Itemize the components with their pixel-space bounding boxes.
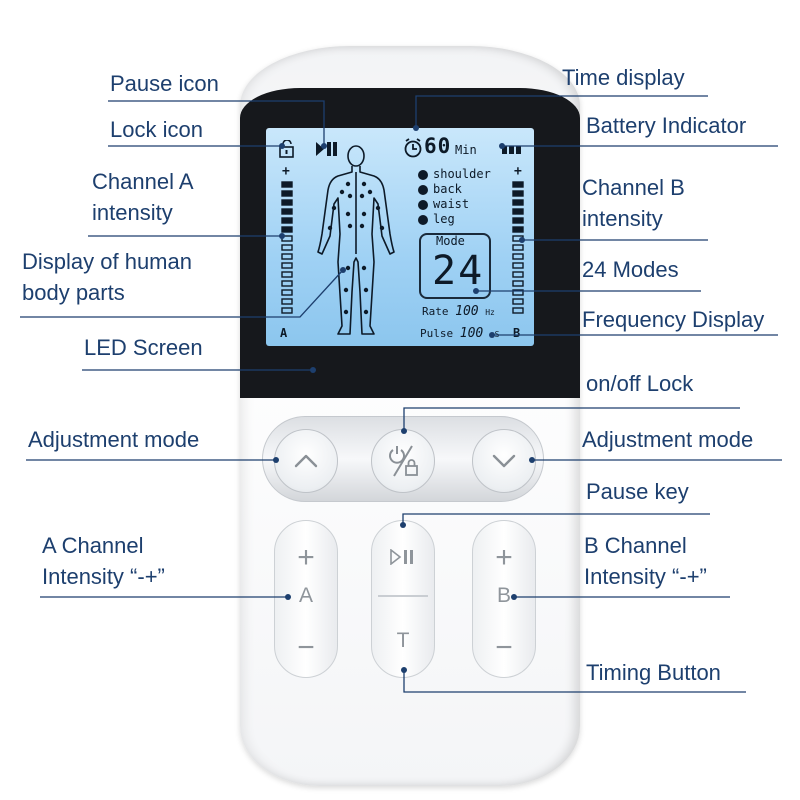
channel-a-plus: + [282, 164, 290, 179]
mode-value: 24 [432, 248, 485, 294]
label-line: Intensity “-+” [584, 564, 707, 589]
label-onoff-lock: on/off Lock [586, 371, 694, 396]
label-line: Channel A [92, 169, 194, 194]
channel-b-plus-button[interactable]: + [495, 541, 513, 574]
channel-b-intensity-bars [512, 181, 524, 314]
label-frequency-display: Frequency Display [582, 307, 765, 332]
label-line: Display of human [22, 249, 192, 274]
label-line: Channel B [582, 175, 685, 200]
mode-box [419, 233, 491, 299]
mode-label: Mode [436, 234, 465, 248]
pulse-label: Pulse [420, 327, 454, 340]
pause-key[interactable] [372, 539, 434, 573]
label-b-channel-intensity: B Channel Intensity “-+” [584, 530, 707, 592]
chevron-up-icon [294, 454, 318, 468]
label-pause-key: Pause key [586, 479, 689, 504]
label-a-channel-intensity: A Channel Intensity “-+” [42, 530, 165, 592]
pause-icon [316, 142, 337, 156]
time-value: 60 [424, 134, 452, 158]
rate-value: 100 [455, 304, 479, 319]
channel-a-plus-button[interactable]: + [297, 541, 315, 574]
body-part-item: shoulder [433, 167, 491, 181]
label-battery-indicator: Battery Indicator [586, 113, 747, 138]
rate-unit: Hz [485, 308, 495, 317]
rate-display: Rate 100 Hz [422, 304, 495, 319]
channel-b-minus-button[interactable]: − [495, 631, 513, 664]
label-line: intensity [92, 200, 173, 225]
label-timing-button: Timing Button [586, 660, 721, 685]
led-screen: 60 Min + A + B [266, 128, 534, 346]
channel-a-letter: A [298, 584, 313, 607]
channel-a-intensity-bars [281, 181, 293, 314]
label-line: body parts [22, 280, 125, 305]
battery-icon [502, 146, 521, 154]
body-part-item: leg [433, 212, 455, 226]
time-unit: Min [455, 143, 477, 157]
label-channel-b-intensity: Channel B intensity [582, 172, 685, 234]
channel-a-minus-button[interactable]: − [297, 631, 315, 664]
play-pause-icon [390, 548, 413, 566]
label-24-modes: 24 Modes [582, 257, 679, 282]
label-channel-a-intensity: Channel A intensity [92, 166, 194, 228]
channel-b-plus: + [514, 164, 522, 179]
label-led-screen: LED Screen [84, 335, 203, 360]
adjustment-mode-down-button[interactable] [472, 429, 536, 493]
label-line: A Channel [42, 533, 144, 558]
label-time-display: Time display [562, 65, 685, 90]
pill-divider [378, 595, 428, 597]
body-part-item: back [433, 182, 462, 196]
body-part-bullets [418, 170, 428, 225]
channel-a-letter: A [280, 326, 288, 340]
label-pause-icon: Pause icon [110, 71, 219, 96]
pulse-value: 100 [459, 326, 484, 341]
channel-b-letter: B [496, 584, 511, 607]
label-line: intensity [582, 206, 663, 231]
rate-label: Rate [422, 305, 449, 318]
label-adjustment-mode-left: Adjustment mode [28, 427, 200, 452]
label-adjustment-mode-right: Adjustment mode [582, 427, 754, 452]
label-line: B Channel [584, 533, 687, 558]
power-lock-icon [389, 445, 418, 477]
label-line: Intensity “-+” [42, 564, 165, 589]
onoff-lock-button[interactable] [371, 429, 435, 493]
label-lock-icon: Lock icon [110, 117, 203, 142]
timing-button[interactable]: T [396, 629, 410, 652]
channel-b-intensity-control: + B − [472, 520, 536, 678]
label-human-body: Display of human body parts [22, 246, 192, 308]
human-body-icon [317, 145, 395, 335]
body-part-item: waist [433, 197, 470, 211]
channel-a-intensity-control: + A − [274, 520, 338, 678]
channel-b-letter: B [513, 326, 521, 340]
timer-icon [404, 138, 422, 158]
chevron-down-icon [492, 454, 516, 468]
